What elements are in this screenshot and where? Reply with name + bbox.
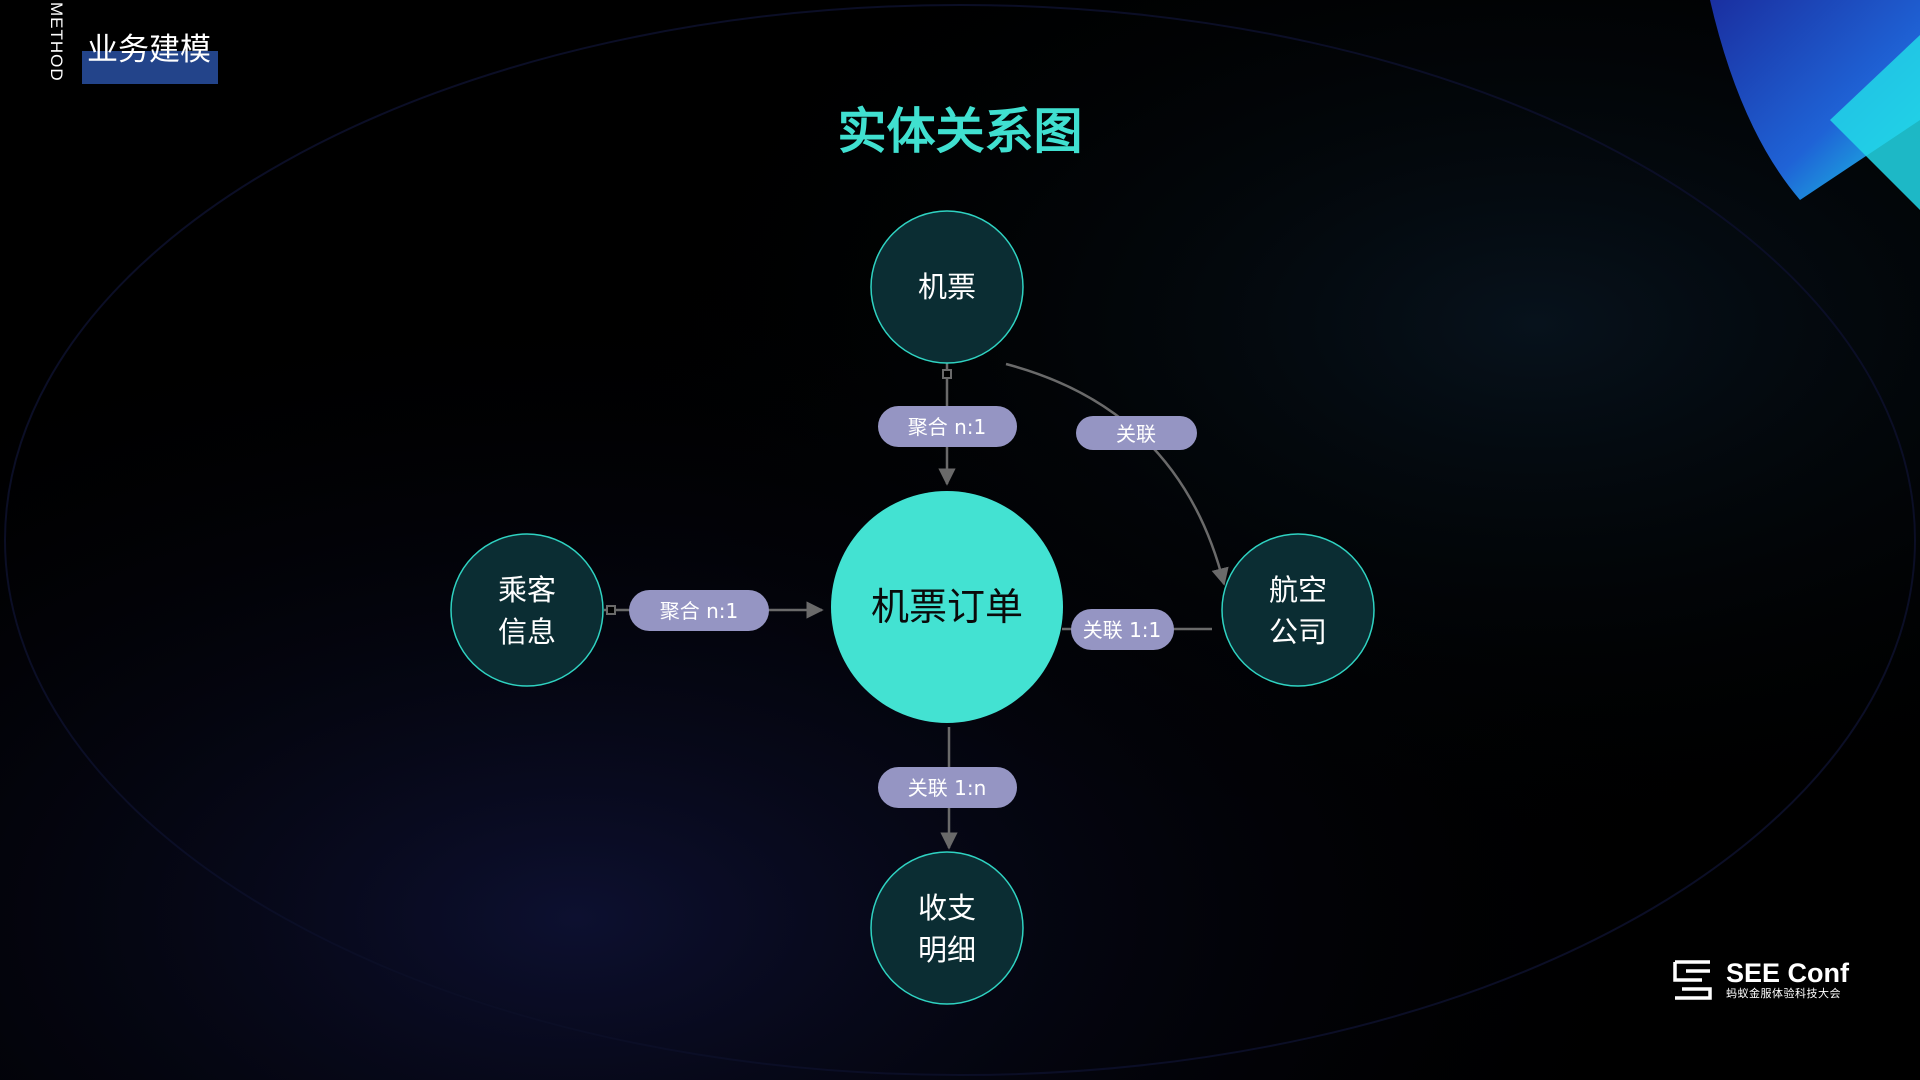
node-label-line2: 公司 xyxy=(1269,615,1327,649)
section-title: 业务建模 xyxy=(87,32,211,68)
edge-label-ticket-airline: 关联 xyxy=(1076,416,1197,450)
see-conf-logo-icon xyxy=(1673,960,1712,1000)
node-label: 机票订单 xyxy=(871,585,1023,629)
node-order[interactable]: 机票订单 xyxy=(831,491,1063,723)
edge-label-order-airline: 关联 1:1 xyxy=(1071,609,1174,650)
edge-label-ticket-order: 聚合 n:1 xyxy=(878,406,1017,447)
edge-label-order-payment: 关联 1:n xyxy=(878,767,1017,808)
see-conf-logo: SEE Conf 蚂蚁金服体验科技大会 xyxy=(1672,958,1849,1002)
corner-facet xyxy=(1830,35,1920,210)
node-label-line1: 收支 xyxy=(918,891,976,925)
node-label-line2: 明细 xyxy=(918,933,976,967)
svg-text:关联 1:n: 关联 1:n xyxy=(908,776,987,800)
method-vertical-label: METHOD xyxy=(47,2,66,82)
diagram-title: 实体关系图 xyxy=(837,103,1082,160)
section-title-highlight xyxy=(82,51,218,84)
logo-subtitle: 蚂蚁金服体验科技大会 xyxy=(1726,987,1841,1000)
node-airline[interactable]: 航空 公司 xyxy=(1221,533,1375,687)
node-label-line1: 乘客 xyxy=(498,573,556,607)
decorative-ring xyxy=(4,4,1916,1076)
logo-name: SEE Conf xyxy=(1726,958,1850,988)
node-ticket[interactable]: 机票 xyxy=(870,210,1024,364)
aggregation-square-icon xyxy=(606,605,616,615)
node-payment[interactable]: 收支 明细 xyxy=(870,851,1024,1005)
svg-text:关联 1:1: 关联 1:1 xyxy=(1083,618,1162,642)
svg-text:聚合 n:1: 聚合 n:1 xyxy=(660,599,739,623)
aggregation-square-icon xyxy=(942,369,952,379)
node-label-line1: 航空 xyxy=(1269,573,1327,607)
svg-text:关联: 关联 xyxy=(1116,422,1156,446)
node-label: 机票 xyxy=(918,270,976,304)
edge-label-passenger-order: 聚合 n:1 xyxy=(629,590,769,631)
svg-text:聚合 n:1: 聚合 n:1 xyxy=(908,415,987,439)
node-label-line2: 信息 xyxy=(498,615,556,649)
node-passenger[interactable]: 乘客 信息 xyxy=(450,533,604,687)
